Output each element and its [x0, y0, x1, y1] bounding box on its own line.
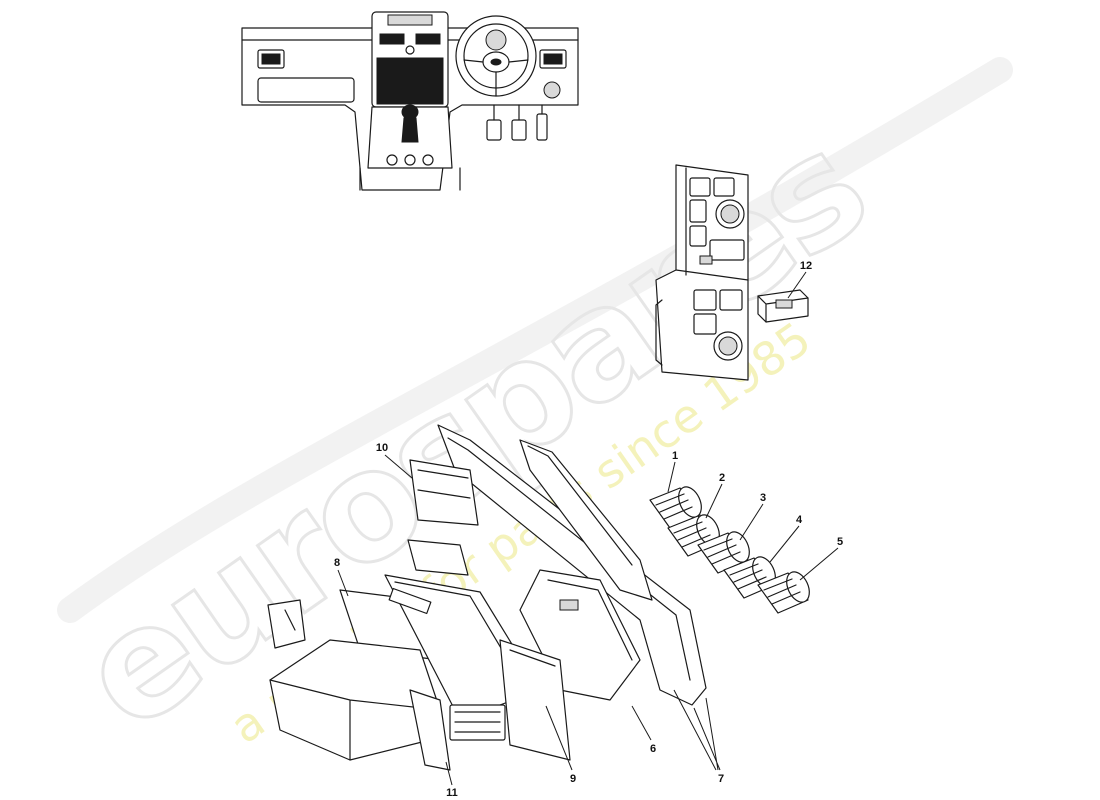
switch-panel-assembly	[655, 164, 749, 381]
callout-6: 6	[650, 743, 656, 755]
callout-2: 2	[719, 472, 725, 484]
callout-11: 11	[446, 787, 458, 799]
part-12-clip	[757, 289, 809, 323]
callout-5: 5	[837, 536, 843, 548]
leader-lines	[337, 271, 839, 786]
callout-10: 10	[376, 442, 388, 454]
callout-8: 8	[334, 557, 340, 569]
callout-7: 7	[718, 773, 724, 785]
bezel-frame	[437, 424, 707, 706]
center-console-assembly	[267, 424, 707, 771]
callout-9: 9	[570, 773, 576, 785]
knob-1	[649, 486, 702, 529]
callout-labels: 1 2 3 4 5 6 7 8 9 10 11 12	[334, 260, 843, 799]
callout-3: 3	[760, 492, 766, 504]
watermark-swoosh	[57, 57, 1013, 623]
rotary-knobs	[649, 486, 810, 614]
dashboard-locator-view	[241, 11, 579, 191]
callout-1: 1	[672, 450, 678, 462]
knob-5	[757, 571, 810, 614]
callout-12: 12	[800, 260, 812, 272]
callout-4: 4	[796, 514, 803, 526]
knob-3	[697, 531, 750, 574]
